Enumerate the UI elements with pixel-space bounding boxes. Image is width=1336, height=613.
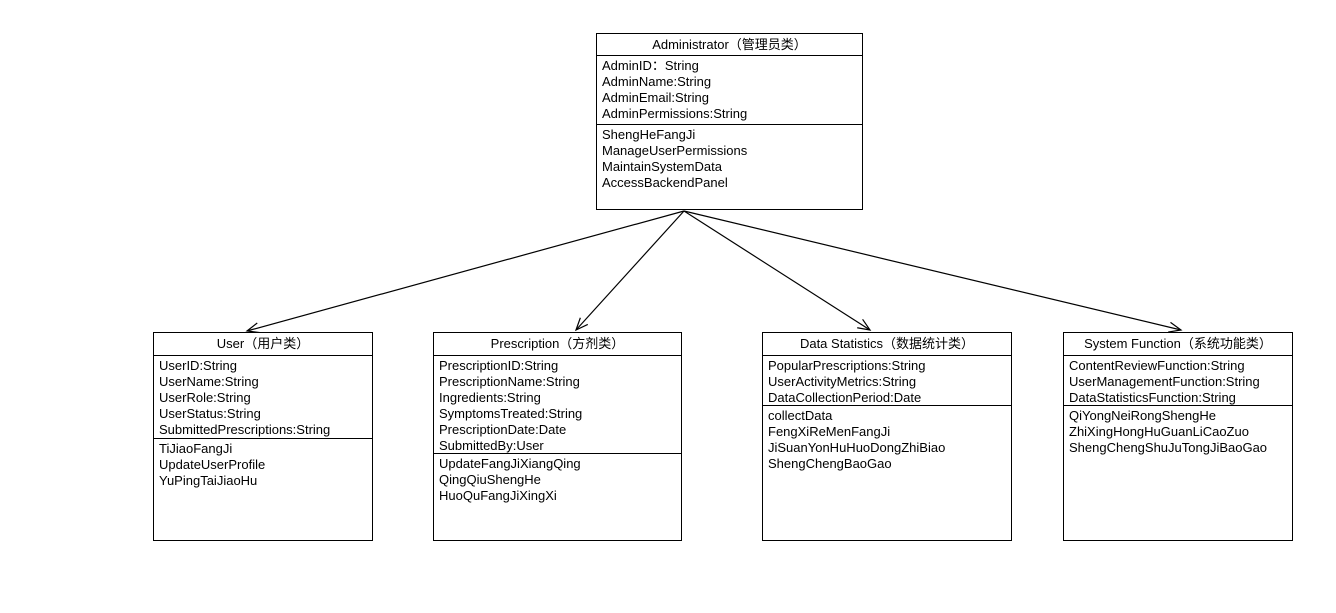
attribute: UserRole:String (159, 390, 251, 405)
class-prescription[interactable]: Prescription（方剂类） PrescriptionID:String … (433, 332, 682, 541)
class-data-statistics-attributes: PopularPrescriptions:String UserActivity… (763, 356, 1011, 406)
method: FengXiReMenFangJi (768, 424, 891, 439)
class-system-function-title: System Function（系统功能类） (1064, 333, 1292, 356)
class-prescription-methods: UpdateFangJiXiangQing QingQiuShengHe Huo… (434, 454, 681, 540)
attribute: Ingredients:String (439, 390, 541, 405)
method: ShengChengShuJuTongJiBaoGao (1069, 440, 1268, 455)
attribute: AdminName:String (602, 74, 712, 89)
method: UpdateFangJiXiangQing (439, 456, 581, 471)
attribute: AdminPermissions:String (602, 106, 748, 121)
arrow-administrator-to-prescription (574, 210, 685, 332)
method: ManageUserPermissions (602, 143, 748, 158)
class-administrator-methods: ShengHeFangJi ManageUserPermissions Main… (597, 125, 862, 209)
attribute: UserID:String (159, 358, 238, 373)
method: QiYongNeiRongShengHe (1069, 408, 1216, 423)
method: AccessBackendPanel (602, 175, 728, 190)
method: MaintainSystemData (602, 159, 722, 174)
attribute: PrescriptionDate:Date (439, 422, 567, 437)
attribute: UserStatus:String (159, 406, 261, 421)
class-system-function-attributes: ContentReviewFunction:String UserManagem… (1064, 356, 1292, 406)
class-data-statistics[interactable]: Data Statistics（数据统计类） PopularPrescripti… (762, 332, 1012, 541)
class-system-function-methods: QiYongNeiRongShengHe ZhiXingHongHuGuanLi… (1064, 406, 1292, 540)
method: collectData (768, 408, 833, 423)
method: ZhiXingHongHuGuanLiCaoZuo (1069, 424, 1249, 439)
method: QingQiuShengHe (439, 472, 541, 487)
arrow-administrator-to-system-function (683, 210, 1183, 333)
attribute: UserManagementFunction:String (1069, 374, 1260, 389)
arrow-administrator-to-data-statistics (683, 210, 872, 331)
class-administrator-title: Administrator（管理员类） (597, 34, 862, 56)
attribute: PopularPrescriptions:String (768, 358, 926, 373)
method: ShengHeFangJi (602, 127, 696, 142)
class-data-statistics-title: Data Statistics（数据统计类） (763, 333, 1011, 356)
method: UpdateUserProfile (159, 457, 266, 472)
attribute: UserName:String (159, 374, 259, 389)
class-prescription-title: Prescription（方剂类） (434, 333, 681, 356)
attribute: PrescriptionName:String (439, 374, 580, 389)
attribute: UserActivityMetrics:String (768, 374, 917, 389)
attribute: PrescriptionID:String (439, 358, 559, 373)
attribute: DataStatisticsFunction:String (1069, 390, 1236, 405)
class-system-function[interactable]: System Function（系统功能类） ContentReviewFunc… (1063, 332, 1293, 541)
class-prescription-attributes: PrescriptionID:String PrescriptionName:S… (434, 356, 681, 454)
attribute: ContentReviewFunction:String (1069, 358, 1245, 373)
attribute: SubmittedBy:User (439, 438, 544, 453)
attribute: DataCollectionPeriod:Date (768, 390, 922, 405)
class-administrator-attributes: AdminID：String AdminName:String AdminEma… (597, 56, 862, 125)
class-user-methods: TiJiaoFangJi UpdateUserProfile YuPingTai… (154, 439, 372, 540)
method: JiSuanYonHuHuoDongZhiBiao (768, 440, 946, 455)
method: ShengChengBaoGao (768, 456, 892, 471)
class-administrator[interactable]: Administrator（管理员类） AdminID：String Admin… (596, 33, 863, 210)
attribute: AdminID：String (602, 58, 699, 73)
method: TiJiaoFangJi (159, 441, 233, 456)
attribute: SymptomsTreated:String (439, 406, 583, 421)
method: HuoQuFangJiXingXi (439, 488, 557, 503)
attribute: AdminEmail:String (602, 90, 709, 105)
class-user[interactable]: User（用户类） UserID:String UserName:String … (153, 332, 373, 541)
class-user-attributes: UserID:String UserName:String UserRole:S… (154, 356, 372, 439)
class-data-statistics-methods: collectData FengXiReMenFangJi JiSuanYonH… (763, 406, 1011, 540)
attribute: SubmittedPrescriptions:String (159, 422, 331, 437)
arrow-administrator-to-user (245, 210, 685, 334)
class-user-title: User（用户类） (154, 333, 372, 356)
method: YuPingTaiJiaoHu (159, 473, 258, 488)
